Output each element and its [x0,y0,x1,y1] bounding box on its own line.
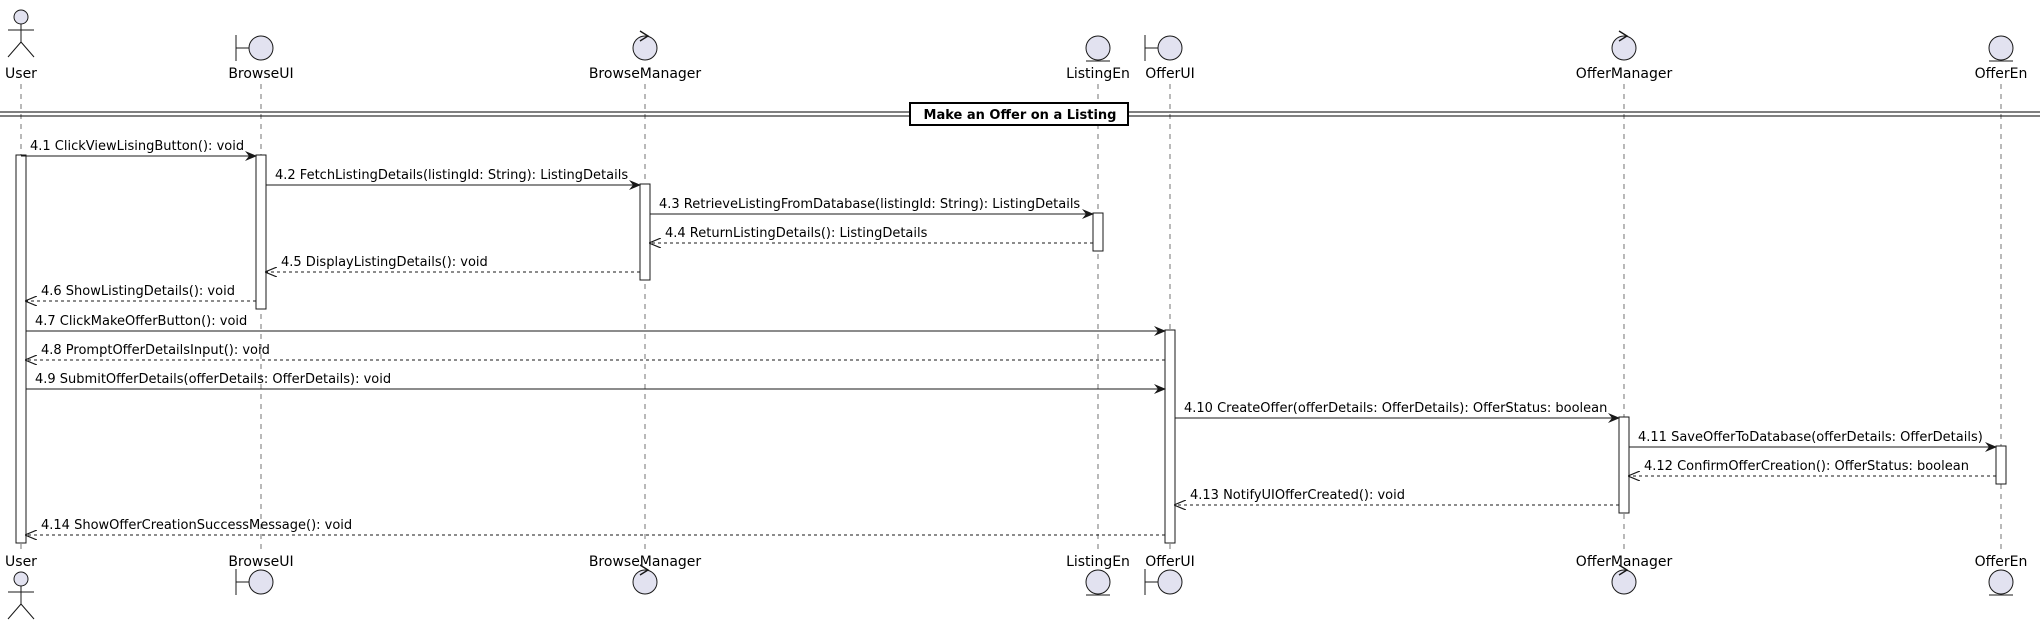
message-4-10: 4.10 CreateOffer(offerDetails: OfferDeta… [1175,401,1620,423]
message-4-3: 4.3 RetrieveListingFromDatabase(listingI… [650,197,1094,219]
message-label: 4.7 ClickMakeOfferButton(): void [35,314,247,329]
activation-browseui [255,154,267,310]
message-4-12: 4.12 ConfirmOfferCreation(): OfferStatus… [1629,459,1996,476]
control-icon [1611,30,1637,61]
message-label: 4.9 SubmitOfferDetails(offerDetails: Off… [35,372,391,387]
participant-bottom-offermanager: OfferManager [1576,554,1673,595]
divider: Make an Offer on a Listing [0,102,2040,126]
message-4-6: 4.6 ShowListingDetails(): void [26,284,256,301]
participant-name: BrowseManager [589,554,702,570]
participant-bottom-browsemanager: BrowseManager [589,554,702,595]
entity-icon [1085,569,1111,596]
message-label: 4.1 ClickViewLisingButton(): void [30,139,244,154]
participant-name: User [5,66,37,82]
participant-top-user: User [5,9,37,82]
activation-browsemanager [639,183,651,281]
participant-name: OfferUI [1145,554,1194,570]
participant-top-listingen: ListingEn [1066,35,1130,82]
participant-name: ListingEn [1066,66,1130,82]
participant-top-browsemanager: BrowseManager [589,30,702,82]
participant-top-browseui: BrowseUI [228,35,294,82]
participant-name: BrowseManager [589,66,702,82]
boundary-icon [1144,569,1183,595]
activation-offermanager [1618,416,1630,514]
boundary-icon [235,35,274,61]
participant-bottom-browseui: BrowseUI [228,554,294,595]
participant-name: OfferManager [1576,66,1673,82]
message-label: 4.4 ReturnListingDetails(): ListingDetai… [665,226,928,241]
participant-name: BrowseUI [228,554,293,570]
message-label: 4.13 NotifyUIOfferCreated(): void [1190,488,1405,503]
participant-bottom-listingen: ListingEn [1066,554,1130,596]
message-label: 4.3 RetrieveListingFromDatabase(listingI… [659,197,1080,212]
participant-top-offerui: OfferUI [1144,35,1195,82]
message-4-13: 4.13 NotifyUIOfferCreated(): void [1175,488,1619,505]
message-4-4: 4.4 ReturnListingDetails(): ListingDetai… [650,226,1093,243]
actor-icon [7,9,35,58]
message-4-1: 4.1 ClickViewLisingButton(): void [21,139,257,161]
participant-top-offermanager: OfferManager [1576,30,1673,82]
message-4-9: 4.9 SubmitOfferDetails(offerDetails: Off… [26,372,1166,394]
participant-name: ListingEn [1066,554,1130,570]
message-label: 4.5 DisplayListingDetails(): void [281,255,488,270]
message-label: 4.11 SaveOfferToDatabase(offerDetails: O… [1638,430,1983,445]
participant-bottom-user: User [5,554,37,620]
boundary-icon [235,569,274,595]
message-4-5: 4.5 DisplayListingDetails(): void [266,255,640,272]
divider-box [909,102,1129,126]
message-4-11: 4.11 SaveOfferToDatabase(offerDetails: O… [1629,430,1997,452]
message-4-14: 4.14 ShowOfferCreationSuccessMessage(): … [26,518,1165,535]
participant-name: OfferUI [1145,66,1194,82]
message-label: 4.6 ShowListingDetails(): void [41,284,235,299]
divider-label: Make an Offer on a Listing [924,108,1117,123]
participant-bottom-offeren: OfferEn [1975,554,2028,596]
participant-name: OfferEn [1975,554,2028,570]
actor-icon [7,571,35,620]
message-4-8: 4.8 PromptOfferDetailsInput(): void [26,343,1165,360]
activation-user [15,154,27,544]
entity-icon [1085,35,1111,62]
entity-icon [1988,569,2014,596]
message-label: 4.8 PromptOfferDetailsInput(): void [41,343,270,358]
message-label: 4.14 ShowOfferCreationSuccessMessage(): … [41,518,352,533]
participant-bottom-offerui: OfferUI [1144,554,1195,595]
message-label: 4.10 CreateOffer(offerDetails: OfferDeta… [1184,401,1607,416]
control-icon [1611,564,1637,595]
activation-offerui [1164,329,1176,544]
participant-name: OfferEn [1975,66,2028,82]
participant-name: BrowseUI [228,66,293,82]
message-4-7: 4.7 ClickMakeOfferButton(): void [26,314,1166,336]
participant-name: User [5,554,37,570]
participant-name: OfferManager [1576,554,1673,570]
participant-top-offeren: OfferEn [1975,35,2028,82]
message-label: 4.12 ConfirmOfferCreation(): OfferStatus… [1644,459,1969,474]
activation-listingen [1092,212,1104,252]
message-4-2: 4.2 FetchListingDetails(listingId: Strin… [266,168,641,190]
entity-icon [1988,35,2014,62]
boundary-icon [1144,35,1183,61]
control-icon [632,30,658,61]
control-icon [632,564,658,595]
message-label: 4.2 FetchListingDetails(listingId: Strin… [275,168,628,183]
activation-offeren [1995,445,2007,485]
